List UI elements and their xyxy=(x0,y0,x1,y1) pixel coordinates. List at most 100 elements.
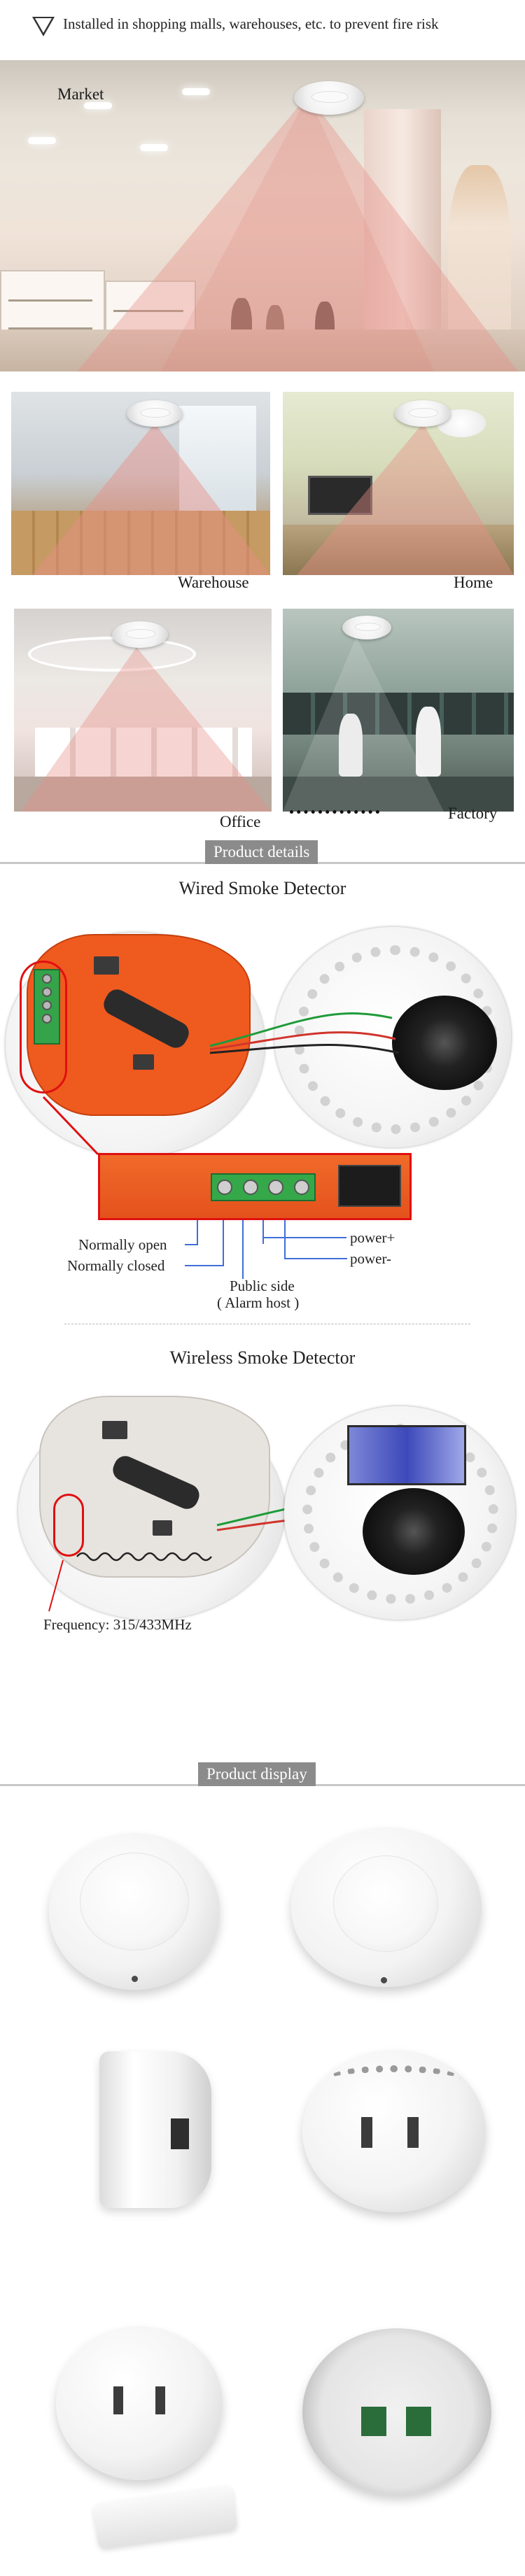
tv xyxy=(308,476,372,515)
ceiling-light xyxy=(28,137,56,144)
scene-label-factory: Factory xyxy=(448,805,498,822)
smoke-detector-icon xyxy=(395,400,451,427)
dotted-divider xyxy=(290,810,379,814)
office-scene-image xyxy=(14,609,272,812)
cardboard-boxes xyxy=(11,511,270,575)
smoke-detector-icon xyxy=(127,400,183,427)
side-port xyxy=(171,2118,189,2149)
label-normally-closed: Normally closed xyxy=(67,1257,165,1274)
mount-slot xyxy=(406,2407,431,2436)
connecting-wires xyxy=(209,1012,400,1054)
floor xyxy=(283,525,514,575)
led-indicator xyxy=(381,1977,387,1983)
led-indicator xyxy=(132,1976,138,1982)
shelf xyxy=(113,310,183,312)
wireless-title: Wireless Smoke Detector xyxy=(169,1347,356,1368)
connector-line xyxy=(185,1265,224,1266)
ceiling-light xyxy=(182,88,210,95)
relay xyxy=(338,1165,401,1207)
product-photo-mount xyxy=(302,2328,491,2495)
workstations xyxy=(283,693,514,735)
smoke-coverage-cone xyxy=(283,637,444,812)
chip xyxy=(102,1421,127,1439)
connector-line xyxy=(185,1244,198,1245)
detector-cap xyxy=(333,1855,438,1952)
connector-line xyxy=(223,1220,224,1265)
intro-note-text: Installed in shopping malls, warehouses,… xyxy=(63,15,439,32)
scene-label-home: Home xyxy=(454,574,493,591)
mounting-bracket xyxy=(92,2484,238,2549)
detector-cap xyxy=(80,1853,189,1951)
label-normally-open: Normally open xyxy=(78,1236,167,1253)
vent-pattern xyxy=(328,2065,461,2093)
scene-label-warehouse: Warehouse xyxy=(178,574,249,591)
wired-title: Wired Smoke Detector xyxy=(178,878,346,898)
connector-line xyxy=(284,1220,286,1259)
shelf xyxy=(8,327,92,330)
ceiling-light xyxy=(84,102,112,109)
chip xyxy=(94,956,119,975)
mount-slot xyxy=(155,2386,165,2414)
product-photo-side xyxy=(99,2051,211,2208)
intro-note: Installed in shopping malls, warehouses,… xyxy=(0,0,525,57)
smoke-detector-icon xyxy=(112,621,168,648)
buzzer xyxy=(392,996,497,1090)
smoke-coverage-cone xyxy=(297,423,514,575)
circuit-board xyxy=(39,1396,270,1578)
connector-line xyxy=(262,1220,264,1244)
floor xyxy=(283,777,514,812)
worker xyxy=(416,707,441,777)
battery xyxy=(347,1425,466,1485)
pillar xyxy=(364,109,441,371)
product-photo-bottom xyxy=(56,2326,223,2480)
scene-label-office: Office xyxy=(220,813,261,830)
smoke-detector-icon xyxy=(294,81,364,115)
smoke-coverage-cone xyxy=(77,95,518,371)
circuit-board xyxy=(27,934,251,1116)
worker xyxy=(339,714,363,777)
label-alarm-host: ( Alarm host ) xyxy=(217,1294,300,1311)
antenna-highlight xyxy=(53,1494,84,1557)
factory-scene-image xyxy=(283,609,514,812)
connector-line xyxy=(242,1220,244,1279)
connector-line xyxy=(262,1237,346,1238)
mount-slot xyxy=(113,2386,123,2414)
floor xyxy=(14,777,272,812)
mount-slot xyxy=(361,2407,386,2436)
wired-detector-photo xyxy=(0,920,525,1158)
terminal-zoom-box xyxy=(98,1153,412,1220)
home-scene-image xyxy=(283,392,514,575)
mount-slot xyxy=(361,2117,372,2148)
terminal-row xyxy=(211,1173,316,1201)
product-photo-back xyxy=(302,2050,486,2212)
connector-line xyxy=(197,1220,198,1244)
window xyxy=(179,406,256,511)
shelf xyxy=(8,299,92,302)
chip xyxy=(153,1520,172,1536)
buzzer xyxy=(363,1488,465,1575)
label-power-minus: power- xyxy=(350,1250,392,1267)
section-tag-display: Product display xyxy=(198,1762,316,1786)
connector-line xyxy=(284,1258,347,1259)
desks xyxy=(35,728,252,777)
zoom-callout-lines xyxy=(42,1096,99,1156)
highlight-circle xyxy=(20,961,67,1094)
warehouse-scene-image xyxy=(11,392,270,575)
label-public-side: Public side xyxy=(230,1278,295,1294)
frequency-label: Frequency: 315/433MHz xyxy=(43,1616,192,1633)
ceiling-ring xyxy=(28,637,196,672)
triangle-icon xyxy=(32,17,55,36)
ceiling-light xyxy=(140,144,168,151)
product-photo-angle xyxy=(291,1827,482,1987)
smoke-detector-icon xyxy=(342,616,391,639)
mount-slot xyxy=(407,2117,419,2148)
product-photo-front xyxy=(49,1833,220,1990)
smoke-coverage-cone xyxy=(21,647,272,812)
wireless-detector-photo xyxy=(0,1389,525,1627)
smoke-coverage-cone xyxy=(32,423,270,575)
chip xyxy=(133,1054,154,1070)
scene-label-market: Market xyxy=(57,85,104,103)
market-scene-image: Market xyxy=(0,60,525,371)
label-power-plus: power+ xyxy=(350,1229,396,1246)
floor xyxy=(0,330,525,371)
